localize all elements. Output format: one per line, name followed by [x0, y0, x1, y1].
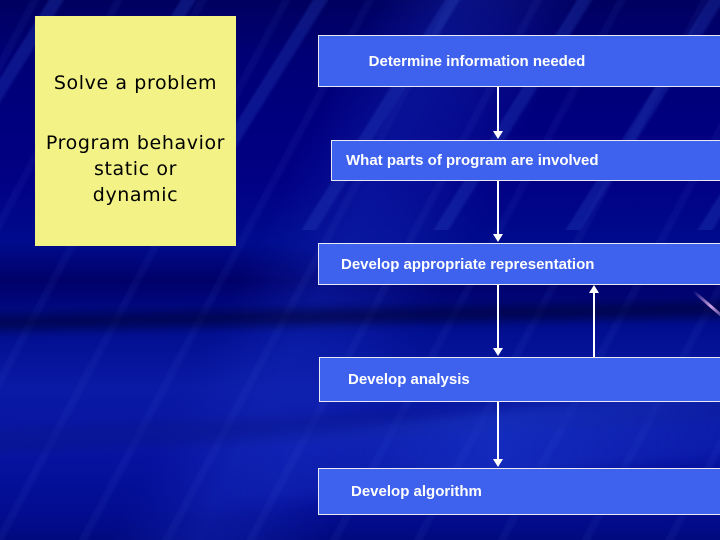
connector-line-3 [497, 285, 499, 351]
flow-step-determine-information-needed[interactable]: Determine information needed [318, 35, 720, 87]
flow-step-label: Develop appropriate representation [341, 255, 595, 273]
flow-step-develop-analysis[interactable]: Develop analysis [319, 357, 720, 402]
arrowhead-down-icon-3 [493, 348, 503, 356]
note-body-line-2: static or [93, 158, 178, 180]
flow-step-label: Develop analysis [348, 371, 470, 388]
connector-line-4-feedback [593, 288, 595, 357]
flow-step-label: Determine information needed [368, 52, 586, 70]
arrowhead-down-icon-5 [493, 459, 503, 467]
connector-line-5 [497, 402, 499, 462]
note-body: Program behavior static or dynamic [31, 130, 240, 208]
arrowhead-down-icon-2 [493, 234, 503, 242]
flow-step-develop-algorithm[interactable]: Develop algorithm [318, 468, 720, 515]
flow-step-what-parts-of-program[interactable]: What parts of program are involved [331, 140, 720, 181]
flow-step-label: What parts of program are involved [346, 152, 599, 169]
note-panel: Solve a problem Program behavior static … [35, 16, 236, 246]
arrowhead-up-icon-4 [589, 285, 599, 293]
note-title: Solve a problem [53, 72, 218, 94]
flow-step-develop-appropriate-representation[interactable]: Develop appropriate representation [318, 243, 720, 285]
note-body-line-1: Program behavior [45, 132, 226, 154]
note-body-line-3: dynamic [92, 184, 179, 206]
flow-step-label: Develop algorithm [351, 483, 482, 500]
connector-line-1 [497, 87, 499, 134]
arrowhead-down-icon-1 [493, 131, 503, 139]
connector-line-2 [497, 181, 499, 237]
